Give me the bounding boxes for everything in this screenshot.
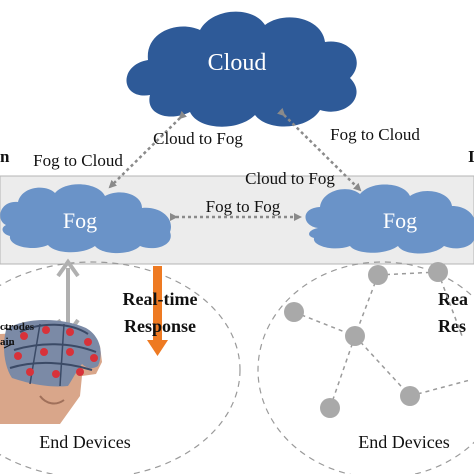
response-arrow-shaft xyxy=(153,266,162,342)
fog-left-label: Fog xyxy=(63,208,97,233)
response-label-line2: Response xyxy=(124,316,196,336)
cloud-shape xyxy=(126,11,357,127)
arrow-fog-device-head-top xyxy=(56,258,80,278)
end-devices-left-region xyxy=(0,261,241,474)
device-node xyxy=(320,398,340,418)
eeg-head-image xyxy=(0,319,102,424)
label-fog-to-cloud-left: Fog to Cloud xyxy=(33,151,123,170)
label-cloud-to-fog-left: Cloud to Fog xyxy=(153,129,243,148)
end-devices-left-label: End Devices xyxy=(39,432,130,452)
device-node xyxy=(428,262,448,282)
eeg-label-brain: ain xyxy=(0,336,15,348)
label-fog-to-fog: Fog to Fog xyxy=(206,197,281,216)
label-fog-to-cloud-right: Fog to Cloud xyxy=(330,125,420,144)
edge-glyph-left: n xyxy=(0,147,10,166)
response-arrow-head xyxy=(147,340,168,356)
label-cloud-to-fog-right: Cloud to Fog xyxy=(245,169,335,188)
response-label-line1: Real-time xyxy=(123,289,198,309)
device-node xyxy=(368,265,388,285)
device-node xyxy=(400,386,420,406)
fog-right-label: Fog xyxy=(383,208,417,233)
response-right-line1: Rea xyxy=(438,289,468,309)
end-devices-right-label: End Devices xyxy=(358,432,449,452)
device-network xyxy=(284,262,471,418)
arrow-cloud-fog-left xyxy=(108,110,188,189)
eeg-label-electrodes: ctrodes xyxy=(0,321,35,333)
device-node xyxy=(345,326,365,346)
cloud-label: Cloud xyxy=(208,50,267,76)
response-right-line2: Res xyxy=(438,316,466,336)
edge-glyph-right: I xyxy=(468,147,474,166)
device-node xyxy=(284,302,304,322)
fog-left-shape xyxy=(0,184,171,254)
fog-right-shape xyxy=(305,184,474,254)
end-devices-right-region xyxy=(257,261,474,474)
